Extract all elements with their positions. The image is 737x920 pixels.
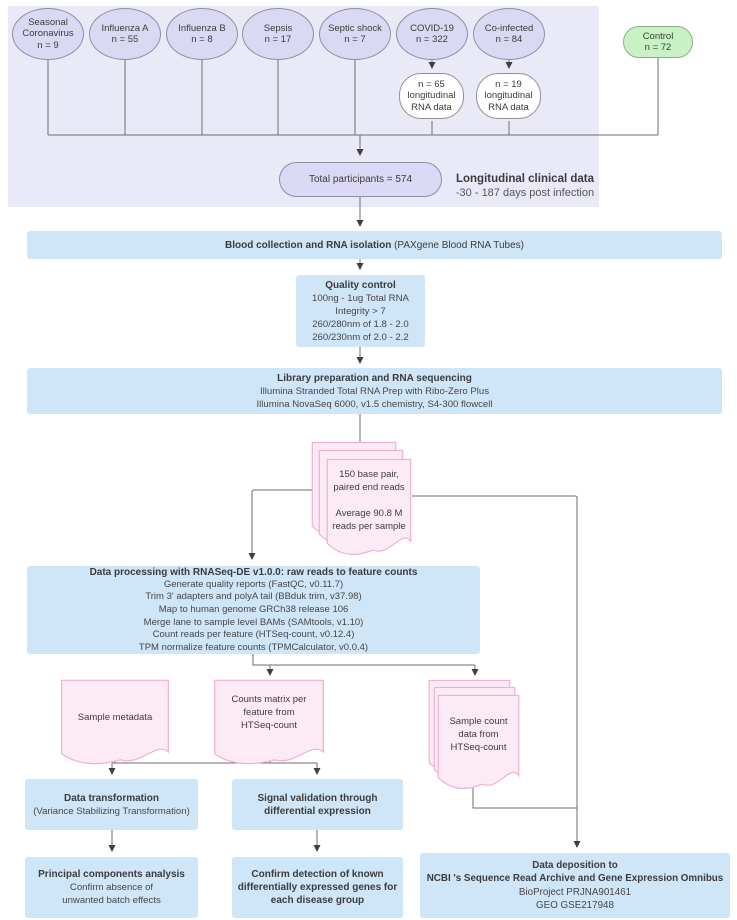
control-node: Control n = 72 (623, 26, 693, 58)
cohort-node-seasonal-coronavirus: Seasonal Coronavirus n = 9 (12, 8, 84, 60)
reads-to-deposition-arrow (412, 495, 581, 848)
blood-collection-step: Blood collection and RNA isolation (PAXg… (27, 231, 722, 259)
sample-counts-tail-wire (472, 788, 577, 809)
reads-doc-label: 150 base pair, paired end reads Average … (332, 469, 406, 532)
total-participants-node: Total participants = 574 (279, 162, 442, 197)
pca-step: Principal components analysis Confirm ab… (25, 857, 198, 918)
library-prep-body: Illumina Stranded Total RNA Prep with Ri… (256, 385, 493, 410)
cohort-label: Septic shock n = 7 (328, 22, 382, 46)
sequencing-reads-doc-stack: 150 base pair, paired end reads Average … (311, 441, 412, 556)
subset-label: n = 19 longitudinal RNA data (484, 78, 533, 113)
qc-body: 100ng - 1ug Total RNA Integrity > 7 260/… (312, 292, 409, 343)
processing-title: Data processing with RNASeq-DE v1.0.0: r… (89, 566, 418, 578)
quality-control-step: Quality control 100ng - 1ug Total RNA In… (296, 275, 425, 347)
confirm-de-title: Confirm detection of known differentiall… (237, 869, 398, 906)
signal-validation-step: Signal validation through differential e… (232, 779, 403, 830)
cohort-label: Sepsis n = 17 (263, 22, 293, 46)
counts-matrix-label: Counts matrix per feature from HTSeq-cou… (231, 694, 307, 731)
document-shape (326, 458, 412, 556)
cohort-label: Seasonal Coronavirus n = 9 (22, 16, 74, 51)
note-subtitle: -30 - 187 days post infection (455, 187, 595, 199)
qc-title: Quality control (325, 279, 396, 291)
counts-matrix-doc: Counts matrix per feature from HTSeq-cou… (213, 679, 325, 765)
processing-out-wire (252, 654, 475, 666)
document-shape (213, 679, 325, 765)
pca-body: Confirm absence of unwanted batch effect… (62, 882, 161, 906)
note-title: Longitudinal clinical data (455, 173, 594, 185)
deposition-body: BioProject PRJNA901461 GEO GSE217948 (518, 886, 632, 912)
cohort-node-co-infected: Co-infected n = 84 (473, 8, 545, 60)
cohort-label: Influenza A n = 55 (101, 22, 149, 46)
transformation-title: Data transformation (63, 792, 159, 804)
cohort-label: COVID-19 n = 322 (410, 22, 454, 46)
processing-body: Generate quality reports (FastQC, v0.11.… (138, 578, 369, 653)
transformation-body: (Variance Stabilizing Transformation) (33, 805, 190, 817)
library-prep-title: Library preparation and RNA sequencing (277, 372, 472, 384)
data-deposition-step: Data deposition to NCBI 's Sequence Read… (420, 853, 730, 918)
data-processing-step: Data processing with RNASeq-DE v1.0.0: r… (27, 566, 480, 654)
total-participants-label: Total participants = 574 (308, 174, 413, 185)
cohort-node-influenza-a: Influenza A n = 55 (89, 8, 161, 60)
cohort-node-covid-19: COVID-19 n = 322 (396, 8, 468, 60)
reads-to-processing-arrow (248, 489, 312, 560)
coinfected-longitudinal-subset-node: n = 19 longitudinal RNA data (476, 73, 541, 119)
library-prep-step: Library preparation and RNA sequencing I… (27, 368, 722, 414)
blood-collection-label: Blood collection and RNA isolation (PAXg… (225, 239, 524, 252)
sample-metadata-label: Sample metadata (77, 712, 153, 723)
signal-validation-title: Signal validation through differential e… (257, 792, 378, 817)
deposition-title: Data deposition to NCBI 's Sequence Read… (426, 859, 724, 885)
blood-collection-title: Blood collection and RNA isolation (225, 239, 392, 251)
control-label: Control n = 72 (642, 30, 674, 54)
cohort-label: Influenza B n = 8 (178, 22, 226, 46)
cohort-node-sepsis: Sepsis n = 17 (242, 8, 314, 60)
cohort-merge-wires (47, 58, 659, 136)
sample-metadata-doc: Sample metadata (60, 679, 170, 765)
cohort-label: Co-infected n = 84 (484, 22, 534, 46)
pca-title: Principal components analysis (38, 869, 185, 880)
blood-collection-detail: (PAXgene Blood RNA Tubes) (394, 239, 524, 251)
cohort-node-septic-shock: Septic shock n = 7 (319, 8, 391, 60)
confirm-de-step: Confirm detection of known differentiall… (232, 857, 403, 918)
data-transformation-step: Data transformation (Variance Stabilizin… (25, 779, 198, 830)
document-shape (60, 679, 170, 765)
subset-label: n = 65 longitudinal RNA data (407, 78, 456, 113)
longitudinal-clinical-note: Longitudinal clinical data -30 - 187 day… (448, 172, 602, 200)
covid-longitudinal-subset-node: n = 65 longitudinal RNA data (399, 73, 464, 119)
sample-counts-doc-stack: Sample count data from HTSeq-count (428, 679, 520, 790)
sample-counts-label: Sample count data from HTSeq-count (449, 716, 508, 753)
cohort-node-influenza-b: Influenza B n = 8 (166, 8, 238, 60)
document-shape (437, 694, 520, 790)
